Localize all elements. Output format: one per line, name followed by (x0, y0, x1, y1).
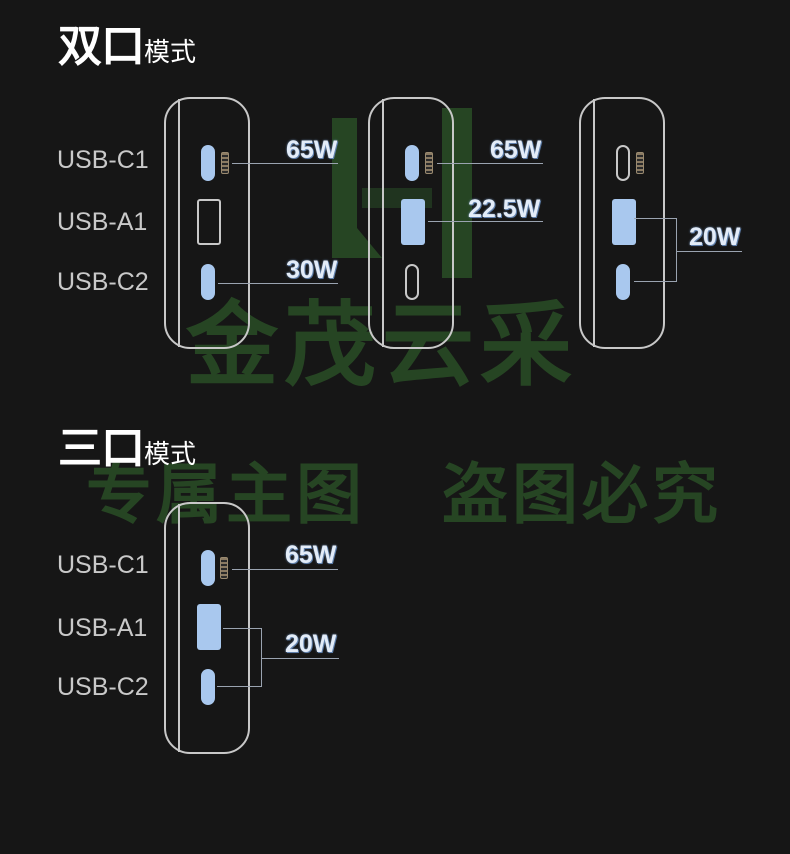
connector-line (676, 251, 742, 252)
section-title-sub: 模式 (144, 37, 197, 67)
port-label-a1: USB-A1 (57, 614, 148, 642)
port-c1-active (201, 550, 215, 586)
port-a1-active (401, 199, 425, 245)
port-a1-active (612, 199, 636, 245)
connector-line (232, 163, 338, 164)
port-c2-inactive (405, 264, 419, 300)
section-title-dual: 双口模式 (58, 10, 196, 74)
watt-label-c1: 65W (490, 136, 542, 164)
port-c1-badge-icon (221, 152, 229, 174)
watt-label-a1: 22.5W (468, 195, 541, 223)
port-c1-active (201, 145, 215, 181)
port-label-c2: USB-C2 (57, 673, 149, 701)
port-c2-active (616, 264, 630, 300)
section-title-sub: 模式 (144, 439, 197, 469)
port-label-a1: USB-A1 (57, 208, 148, 236)
connector-line (217, 686, 261, 687)
watt-label-shared: 20W (285, 630, 337, 658)
section-title-triple: 三口模式 (58, 412, 196, 476)
port-c1-badge-icon (220, 557, 228, 579)
connector-line (428, 221, 543, 222)
port-c1-active (405, 145, 419, 181)
port-a1-active (197, 604, 221, 650)
connector-line (223, 628, 261, 629)
watermark-brand-text: 金茂云采 (186, 295, 579, 397)
port-c1-badge-icon (636, 152, 644, 174)
device-dual-c1-c2 (164, 97, 250, 349)
port-c1-badge-icon (425, 152, 433, 174)
port-label-c1: USB-C1 (57, 551, 149, 579)
watt-label-c2: 30W (286, 256, 338, 284)
watt-label-c1: 65W (286, 136, 338, 164)
connector-line (634, 218, 676, 219)
device-dual-c1-a1 (368, 97, 454, 349)
watermark-warning-text: 盗图必究 (442, 457, 722, 531)
connector-bracket (676, 218, 677, 282)
connector-line (261, 658, 339, 659)
port-a1-inactive (197, 199, 221, 245)
port-c1-inactive (616, 145, 630, 181)
connector-line (634, 281, 676, 282)
port-c2-active (201, 669, 215, 705)
connector-bracket (261, 628, 262, 687)
section-title-main: 三口 (58, 424, 145, 473)
device-dual-a1-c2 (579, 97, 665, 349)
watt-label-c1: 65W (285, 541, 337, 569)
port-label-c1: USB-C1 (57, 146, 149, 174)
port-label-c2: USB-C2 (57, 268, 149, 296)
port-c2-active (201, 264, 215, 300)
connector-line (437, 163, 543, 164)
section-title-main: 双口 (58, 22, 145, 71)
watt-label-shared: 20W (689, 223, 741, 251)
connector-line (232, 569, 338, 570)
connector-line (218, 283, 338, 284)
